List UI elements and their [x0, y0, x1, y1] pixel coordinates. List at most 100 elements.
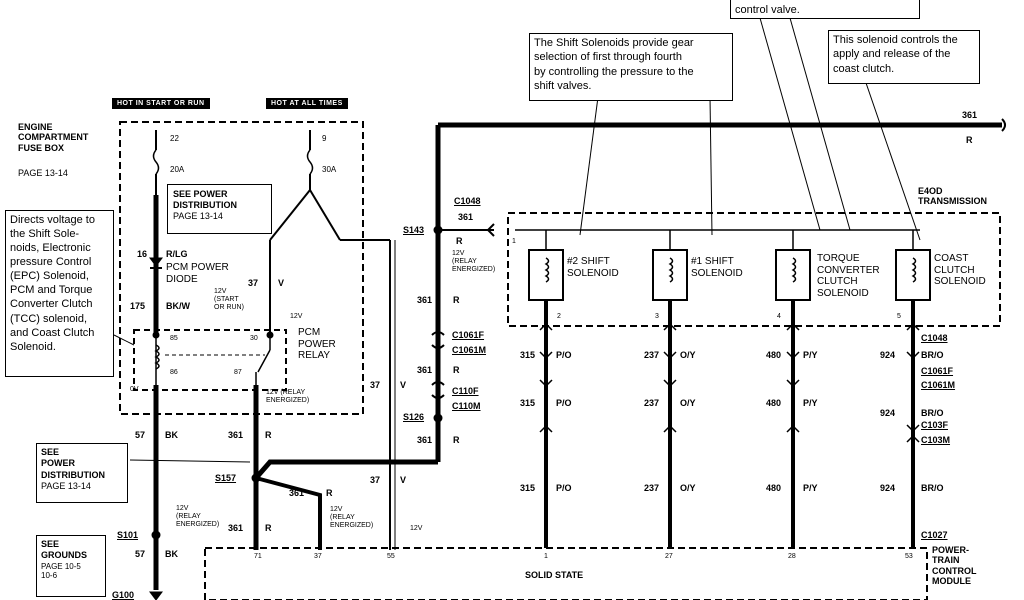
connector-c110m: C110M: [452, 401, 481, 411]
pcm-pin-53: 53: [905, 553, 913, 560]
wire-37-number-upper: 37: [248, 278, 259, 288]
wire-924-color-a: BR/O: [921, 350, 944, 360]
relay-energized-bus: 12V (RELAY ENERGIZED): [452, 250, 496, 274]
wire-361-number-f: 361: [417, 435, 433, 445]
wire-361-color-s143: R: [456, 236, 463, 246]
solenoid-tcc-label: TORQUE CONVERTER CLUTCH SOLENOID: [817, 253, 880, 299]
wire-361-color-e: R: [453, 365, 460, 375]
solenoid-pin-4: 4: [777, 313, 781, 320]
connector-c1061f-left: C1061F: [452, 330, 485, 340]
ground-g100: G100: [112, 590, 135, 600]
note-control-valve-text: control valve.: [735, 4, 800, 16]
fuse-box-page: PAGE 13-14: [18, 168, 68, 178]
wire-57-color-b: BK: [165, 549, 178, 559]
pcm-pin-28: 28: [788, 553, 796, 560]
bus-connectors: [431, 331, 445, 423]
transmission-title: E4OD TRANSMISSION: [918, 186, 988, 207]
wire-237-color-c: O/Y: [680, 483, 696, 493]
fuse-9-circuit: [266, 130, 396, 550]
solenoid-pin-2: 2: [557, 313, 561, 320]
relay-outline: [133, 329, 287, 391]
wire-361-number-a: 361: [228, 430, 244, 440]
wire-361-number-c: 361: [228, 523, 244, 533]
wire-237-color-a: O/Y: [680, 350, 696, 360]
relay-pin-85: 85: [170, 335, 178, 342]
wire-57-number-b: 57: [135, 549, 146, 559]
wire-361-number-top: 361: [962, 110, 978, 120]
note-coast-clutch-text: This solenoid controls the apply and rel…: [833, 34, 958, 75]
connector-c1048-right: C1048: [921, 333, 948, 343]
see-grounds-ref[interactable]: SEE GROUNDS PAGE 10-5 10-6: [36, 535, 106, 597]
see-power-distribution-ref[interactable]: SEE POWER DISTRIBUTION PAGE 13-14: [36, 443, 128, 503]
wire-37-color-low: V: [400, 475, 407, 485]
note-coast-clutch: This solenoid controls the apply and rel…: [828, 30, 980, 84]
note-shift-solenoids-text: The Shift Solenoids provide gear selecti…: [534, 37, 694, 92]
pcm-power-diode-label: PCM POWER DIODE: [166, 262, 229, 285]
relay-energized-label: 12V (RELAY ENERGIZED): [266, 389, 310, 405]
wire-361-color-b: R: [326, 488, 333, 498]
wire-37-number-mid: 37: [370, 380, 381, 390]
relay-12v-label: 12V: [290, 313, 303, 320]
wire-175-color: BK/W: [166, 301, 190, 311]
solenoid-pin-3: 3: [655, 313, 659, 320]
wire-237-color-b: O/Y: [680, 398, 696, 408]
wire-315-color-b: P/O: [556, 398, 572, 408]
fuse-9-number: 9: [322, 134, 327, 143]
solenoid-circuits: [528, 230, 931, 548]
wire-480-color-b: P/Y: [803, 398, 818, 408]
note-directs-voltage: Directs voltage to the Shift Sole- noids…: [5, 210, 114, 377]
fuse-22-number: 22: [170, 134, 179, 143]
wire-315-number-a: 315: [520, 350, 536, 360]
note-shift-solenoids: The Shift Solenoids provide gear selecti…: [529, 33, 733, 101]
connector-c1061f-right: C1061F: [921, 366, 954, 376]
see-power-distribution-box[interactable]: SEE POWER DISTRIBUTION PAGE 13-14: [167, 184, 272, 234]
solenoid-1-shift-label: #1 SHIFT SOLENOID: [691, 256, 743, 279]
connector-c103f: C103F: [921, 420, 949, 430]
wire-361-color-d: R: [453, 295, 460, 305]
wire-924-number-b: 924: [880, 408, 896, 418]
pcm-pin-71: 71: [254, 553, 262, 560]
splice-s143: S143: [403, 225, 425, 235]
pcm-title: POWER- TRAIN CONTROL MODULE: [932, 545, 977, 587]
relay-outputs: [149, 385, 261, 600]
see-power-distribution-text: SEE POWER DISTRIBUTION: [173, 189, 237, 210]
wire-361-color-c: R: [265, 523, 272, 533]
solenoid-4-circuit: [895, 230, 931, 548]
wire-480-color-c: P/Y: [803, 483, 818, 493]
wire-924-number-a: 924: [880, 350, 896, 360]
fuse-box-outline: [119, 121, 364, 415]
wire-37-number-low: 37: [370, 475, 381, 485]
solenoid-2-circuit: [652, 230, 688, 548]
relay-pin-86: 86: [170, 369, 178, 376]
wire-361-number-s143: 361: [458, 212, 474, 222]
wire-361-number-b: 361: [289, 488, 305, 498]
fuse-9-amps: 30A: [322, 165, 337, 174]
splice-s157: S157: [215, 473, 237, 483]
connector-c110f: C110F: [452, 386, 479, 396]
pcm-power-relay-label: PCM POWER RELAY: [298, 327, 336, 361]
relay-energized-left: 12V (RELAY ENERGIZED): [176, 505, 220, 529]
wire-480-number-c: 480: [766, 483, 782, 493]
hot-start-run-label: HOT IN START OR RUN: [112, 98, 210, 109]
wire-315-color-a: P/O: [556, 350, 572, 360]
wire-361-color-top: R: [966, 135, 973, 145]
wire-361-color-f: R: [453, 435, 460, 445]
relay-pin-87: 87: [234, 369, 242, 376]
transmission-pin-1: 1: [512, 238, 516, 245]
twelve-volt-pcm-label: 12V: [410, 525, 423, 532]
wire-237-number-c: 237: [644, 483, 660, 493]
splice-157-branches: [254, 118, 1006, 550]
relay-internals: [154, 335, 271, 385]
wire-315-number-c: 315: [520, 483, 536, 493]
wire-924-number-c: 924: [880, 483, 896, 493]
wire-57-color: BK: [165, 430, 178, 440]
wire-16-number: 16: [137, 249, 148, 259]
pcm-solid-state: SOLID STATE: [525, 570, 584, 580]
wire-37-color-mid: V: [400, 380, 407, 390]
wire-315-number-b: 315: [520, 398, 536, 408]
wire-361-number-e: 361: [417, 365, 433, 375]
wire-924-color-b: BR/O: [921, 408, 944, 418]
wire-480-number-a: 480: [766, 350, 782, 360]
splice-143-feed: [433, 223, 920, 237]
